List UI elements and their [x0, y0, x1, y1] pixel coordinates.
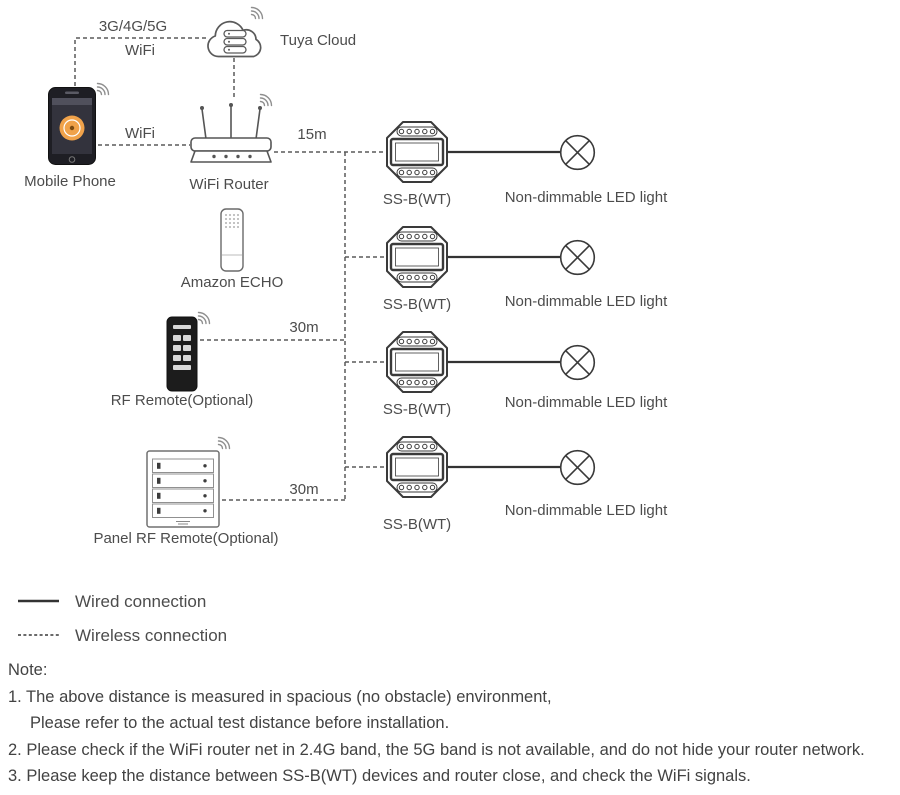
led-light-label-1: Non-dimmable LED light [504, 189, 668, 206]
ssb-device-label-3: SS-B(WT) [382, 401, 452, 418]
note-heading: Note: [8, 661, 48, 679]
router-wifi-signal-icon [258, 91, 275, 113]
led-light-icon-2 [559, 239, 596, 281]
led-light-icon-4 [559, 449, 596, 491]
wireless-line-sample [16, 628, 62, 647]
led-light-label-4: Non-dimmable LED light [504, 502, 668, 519]
rf-remote-icon [166, 316, 198, 397]
tuya-cloud-label: Tuya Cloud [280, 32, 357, 49]
rf-remote-label: RF Remote(Optional) [110, 392, 254, 409]
ssb-device-label-2: SS-B(WT) [382, 296, 452, 313]
ssb-device-label-1: SS-B(WT) [382, 191, 452, 208]
cloud-wifi-signal-icon [249, 4, 266, 26]
note-line-3: 3. Please keep the distance between SS-B… [8, 767, 751, 785]
tuya-cloud-icon [203, 12, 267, 67]
mobile-phone-label: Mobile Phone [24, 173, 116, 190]
led-light-label-3: Non-dimmable LED light [504, 394, 668, 411]
link-label-wifi-cloud: WiFi [125, 42, 155, 59]
ssb-device-icon-3 [384, 329, 450, 400]
wifi-router-label: WiFi Router [189, 176, 269, 193]
ssb-device-icon-2 [384, 224, 450, 295]
distance-label-30m-panel: 30m [289, 481, 319, 498]
mobile-phone-icon [47, 86, 97, 171]
wireless-link-phone-cloud [74, 37, 206, 86]
panel-rf-remote-icon [146, 450, 220, 533]
ssb-device-icon-4 [384, 434, 450, 505]
note-line-2: 2. Please check if the WiFi router net i… [8, 741, 865, 759]
panel-rf-remote-label: Panel RF Remote(Optional) [93, 530, 279, 547]
note-line-1: 1. The above distance is measured in spa… [8, 688, 552, 706]
phone-wifi-signal-icon [95, 80, 112, 102]
ssb-device-icon-1 [384, 119, 450, 190]
link-label-wifi-router: WiFi [125, 125, 155, 142]
link-label-cellular: 3G/4G/5G [98, 18, 168, 35]
ssb-device-label-4: SS-B(WT) [382, 516, 452, 533]
wifi-router-icon [186, 100, 276, 175]
led-light-icon-3 [559, 344, 596, 386]
distance-label-15m: 15m [297, 126, 327, 143]
rf-remote-wifi-signal-icon [196, 309, 213, 331]
distance-label-30m-rf: 30m [289, 319, 319, 336]
panel-remote-wifi-signal-icon [216, 434, 233, 456]
led-light-label-2: Non-dimmable LED light [504, 293, 668, 310]
led-light-icon-1 [559, 134, 596, 176]
legend-wireless-label: Wireless connection [75, 626, 228, 645]
amazon-echo-icon [220, 208, 244, 277]
amazon-echo-label: Amazon ECHO [180, 274, 284, 291]
note-line-1b: Please refer to the actual test distance… [30, 714, 450, 732]
wired-line-sample [16, 594, 62, 613]
legend-wired-label: Wired connection [75, 592, 207, 611]
